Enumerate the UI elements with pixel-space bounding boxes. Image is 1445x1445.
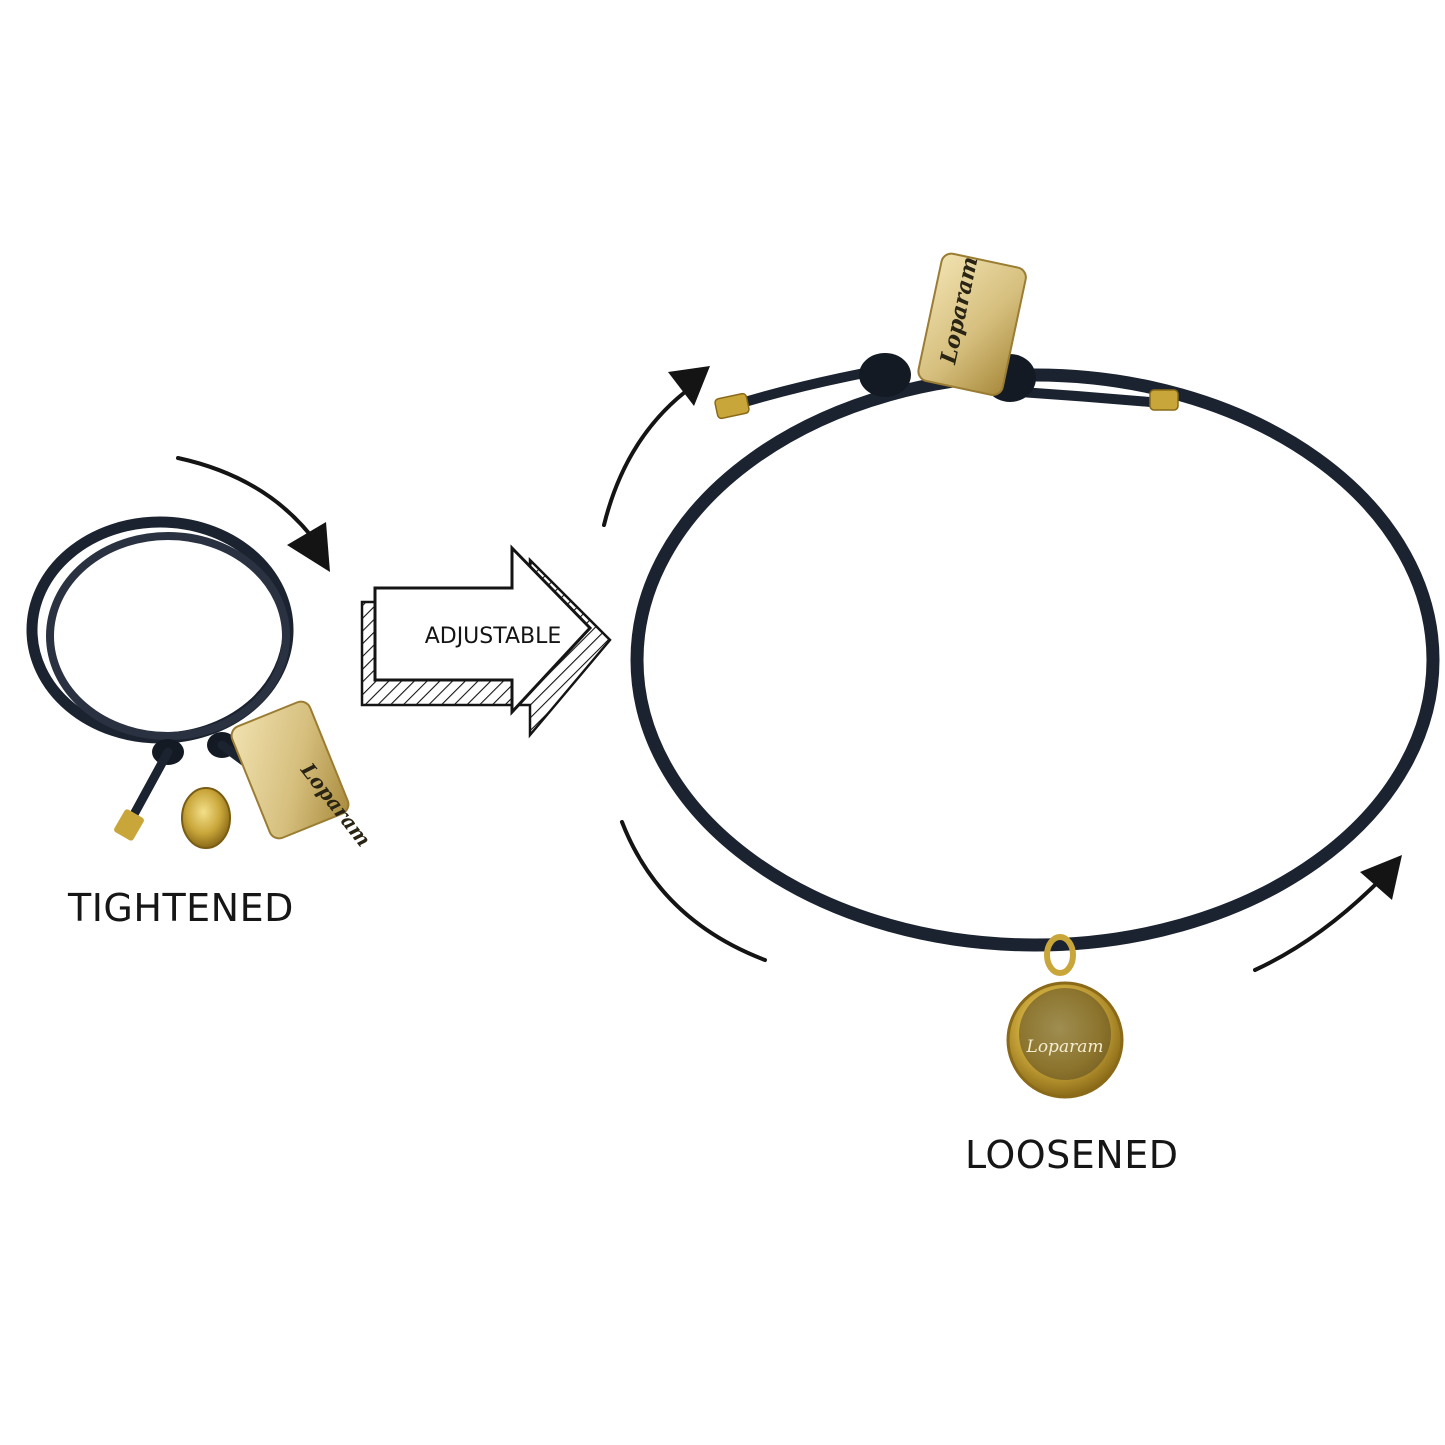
coin-logo: Loparam	[1026, 1037, 1104, 1057]
tightened-bracelet	[26, 516, 350, 849]
expand-arrow-top-left	[602, 366, 710, 527]
loosened-bracelet	[630, 252, 1440, 1099]
tighten-direction-arrow	[176, 456, 330, 572]
expand-arrow-bottom-left	[620, 820, 767, 962]
expand-arrow-bottom-right	[1253, 855, 1402, 972]
loosened-caption: LOOSENED	[965, 1133, 1179, 1177]
adjustable-arrow	[360, 544, 612, 739]
adjustable-label: ADJUSTABLE	[425, 624, 562, 649]
tightened-caption: TIGHTENED	[68, 886, 294, 930]
